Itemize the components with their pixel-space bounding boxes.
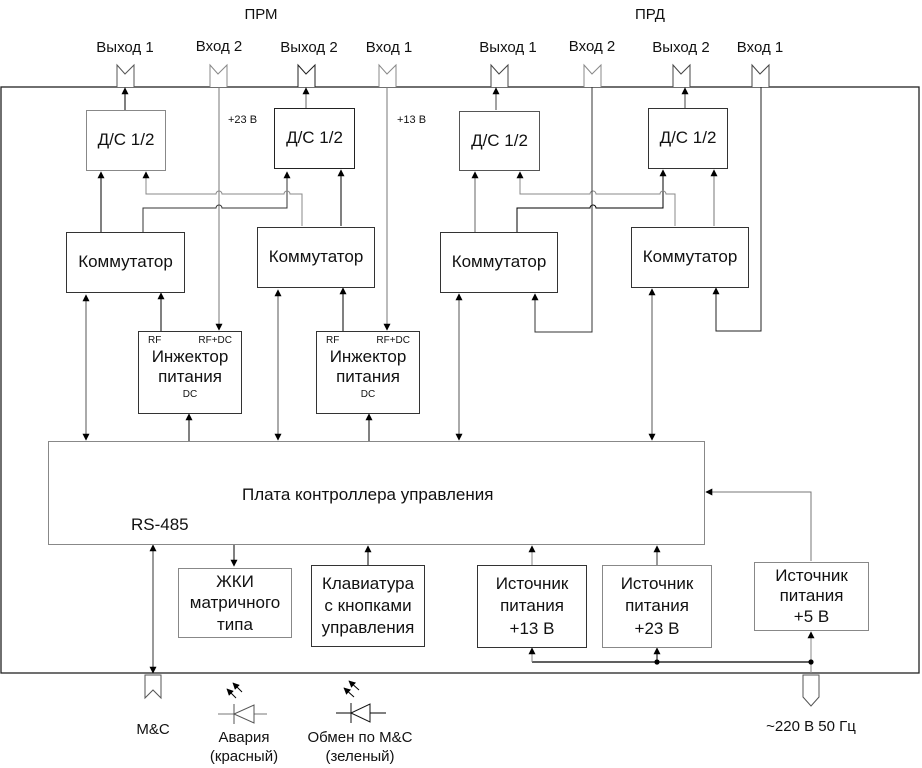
psu-5v-block: Источник питания +5 В [754, 562, 869, 631]
lcd-line3: типа [217, 614, 253, 634]
chassis-frame [0, 86, 920, 674]
ds-block-prd-2: Д/С 1/2 [648, 108, 728, 169]
exchange-line1: Обмен по M&C [307, 729, 413, 746]
keyboard-line2: с кнопками [324, 595, 412, 615]
port-prm-in2 [209, 63, 228, 87]
alarm-led-icon [218, 682, 267, 724]
port-label-prd-out2: Выход 2 [652, 39, 710, 56]
psu13-line3: +13 В [509, 618, 555, 638]
keyboard-block: Клавиатура с кнопками управления [311, 565, 425, 647]
port-label-prm-out1: Выход 1 [96, 39, 154, 56]
alarm-line1: Авария [218, 729, 270, 746]
port-prm-out1 [116, 63, 135, 87]
controller-board-label: Плата контроллера управления [242, 485, 494, 504]
rs485-label: RS-485 [131, 515, 189, 534]
ds-block-prd-1: Д/С 1/2 [459, 111, 540, 171]
port-rfdc-label: RF+DC [198, 335, 232, 346]
ds-block-prm-2: Д/С 1/2 [274, 108, 355, 169]
port-label-prm-out2: Выход 2 [280, 39, 338, 56]
junction-dot [654, 659, 660, 665]
port-rf-label: RF [148, 335, 162, 346]
port-rf-label: RF [326, 335, 340, 346]
ds-label: Д/С 1/2 [97, 130, 155, 150]
alarm-line2: (красный) [209, 747, 279, 765]
voltage-label-23v: +23 В [228, 114, 258, 126]
section-title-prd: ПРД [635, 6, 665, 23]
injector-title-line1: Инжектор [151, 347, 229, 366]
junction-dot [808, 659, 814, 665]
voltage-label-13v: +13 В [397, 114, 427, 126]
power-injector-1: RF RF+DC Инжектор питания DC [138, 331, 242, 414]
psu13-line2: питания [500, 596, 564, 616]
mc-connector-icon [144, 674, 162, 700]
injector-title-line2: питания [336, 367, 400, 387]
port-label-prm-in1: Вход 1 [365, 39, 413, 56]
port-rfdc-label: RF+DC [376, 335, 410, 346]
ds-label: Д/С 1/2 [471, 130, 528, 150]
port-label-prd-in1: Вход 1 [736, 39, 784, 56]
ds-label: Д/С 1/2 [286, 128, 343, 148]
psu5-line2: питания [779, 586, 844, 606]
commutator-label: Коммутатор [642, 247, 738, 267]
commutator-label: Коммутатор [268, 247, 364, 267]
injector-title-line1: Инжектор [329, 347, 407, 366]
exchange-led-label: Обмен по M&C (зеленый) [308, 729, 413, 767]
psu5-line1: Источник [775, 565, 848, 585]
port-prd-in2 [583, 63, 602, 87]
commutator-prm-1: Коммутатор [66, 232, 185, 293]
psu-23v-block: Источник питания +23 В [602, 565, 712, 648]
commutator-prd-1: Коммутатор [440, 232, 558, 293]
commutator-prm-2: Коммутатор [257, 227, 375, 288]
mc-label: M&C [136, 721, 170, 738]
port-prd-out1 [490, 63, 509, 87]
alarm-led-label: Авария (красный) [210, 729, 278, 767]
exchange-line2: (зеленый) [325, 747, 395, 765]
commutator-prd-2: Коммутатор [631, 227, 749, 288]
port-prd-out2 [672, 63, 691, 87]
port-prm-out2 [297, 63, 316, 87]
keyboard-line1: Клавиатура [321, 573, 415, 593]
psu-13v-block: Источник питания +13 В [477, 565, 587, 648]
port-prd-in1 [751, 63, 770, 87]
lcd-display-block: ЖКИ матричного типа [178, 568, 292, 638]
commutator-label: Коммутатор [451, 252, 547, 272]
port-label-prd-out1: Выход 1 [479, 39, 537, 56]
injector-title-line2: питания [158, 367, 222, 387]
psu13-line1: Источник [495, 574, 569, 594]
psu23-line3: +23 В [634, 618, 680, 638]
section-title-prm: ПРМ [244, 6, 278, 23]
port-label-prm-in2: Вход 2 [195, 38, 243, 55]
psu23-line1: Источник [620, 574, 694, 594]
psu23-line2: питания [625, 596, 689, 616]
port-label-prd-in2: Вход 2 [568, 38, 616, 55]
keyboard-line3: управления [321, 618, 415, 638]
controller-board: Плата контроллера управления RS-485 [48, 441, 705, 545]
lcd-line1: ЖКИ [216, 572, 254, 592]
ds-block-prm-1: Д/С 1/2 [86, 110, 166, 171]
port-prm-in1 [378, 63, 397, 87]
mains-plug-icon [802, 674, 820, 707]
power-injector-2: RF RF+DC Инжектор питания DC [316, 331, 420, 414]
port-dc-label: DC [360, 388, 376, 400]
exchange-led-icon [336, 680, 386, 723]
port-dc-label: DC [182, 388, 198, 400]
commutator-label: Коммутатор [78, 252, 173, 272]
mains-label: ~220 В 50 Гц [766, 718, 856, 735]
ds-label: Д/С 1/2 [659, 128, 717, 148]
lcd-line2: матричного [189, 593, 281, 613]
psu5-line3: +5 В [793, 606, 830, 626]
